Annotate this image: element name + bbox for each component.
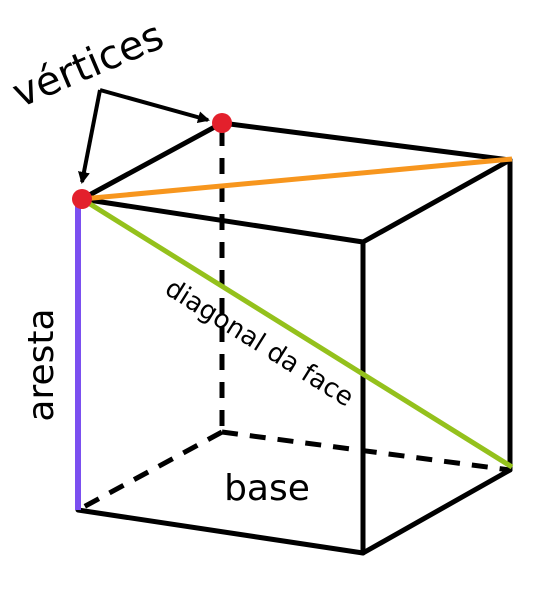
red-dot-icon	[72, 189, 92, 209]
edge-top-left-back	[79, 120, 225, 202]
visible-edges	[75, 120, 513, 556]
diagonal-label: diagonal da face	[160, 273, 359, 413]
face-diagonal-line	[80, 196, 514, 470]
base-label: base	[224, 468, 310, 509]
hidden-edge-back-right	[221, 429, 511, 473]
red-dot-icon	[212, 113, 232, 133]
hidden-edge-back-left	[76, 429, 224, 513]
arrow-icon	[99, 88, 210, 124]
edge-top-right	[360, 157, 513, 245]
edge-bottom-front	[75, 507, 366, 556]
edge-top-front	[79, 196, 366, 245]
vertices-pointer	[78, 88, 210, 184]
arrow-icon	[78, 89, 102, 184]
hidden-edges	[76, 130, 511, 513]
edge-bottom-right	[360, 467, 513, 556]
top-diagonal-line	[81, 156, 513, 202]
aresta-label: aresta	[21, 308, 62, 421]
edge-top-back	[219, 120, 513, 163]
